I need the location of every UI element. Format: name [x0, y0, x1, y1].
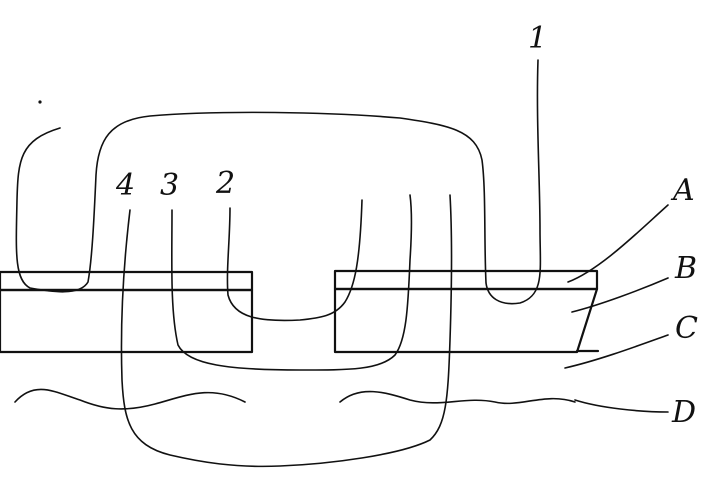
label-2: 2: [215, 166, 235, 201]
leader-line-A: [567, 204, 669, 283]
leader-line-C: [564, 334, 669, 369]
label-C: C: [675, 311, 698, 346]
label-1: 1: [528, 21, 547, 56]
left-top-layer: [0, 270, 254, 292]
leader-line-B: [571, 277, 669, 313]
label-A: A: [670, 173, 695, 208]
label-3: 3: [160, 168, 179, 203]
right-substrate-block: [333, 269, 600, 354]
loop-1: [15, 59, 542, 305]
right-hatched-layer: [333, 287, 599, 354]
label-B: B: [674, 251, 697, 286]
leader-lines: [564, 204, 669, 413]
label-D: D: [671, 395, 696, 430]
leader-line-D: [574, 399, 669, 413]
left-substrate-block: [0, 270, 254, 354]
loop-2: [226, 199, 363, 322]
right-top-layer: [333, 269, 599, 291]
label-4: 4: [115, 168, 135, 203]
loop-4: [120, 194, 453, 468]
left-hatched-layer: [0, 288, 254, 354]
loop-3: [170, 194, 413, 371]
wavy-boundary-D: [14, 388, 576, 410]
stray-dot: [38, 100, 42, 104]
